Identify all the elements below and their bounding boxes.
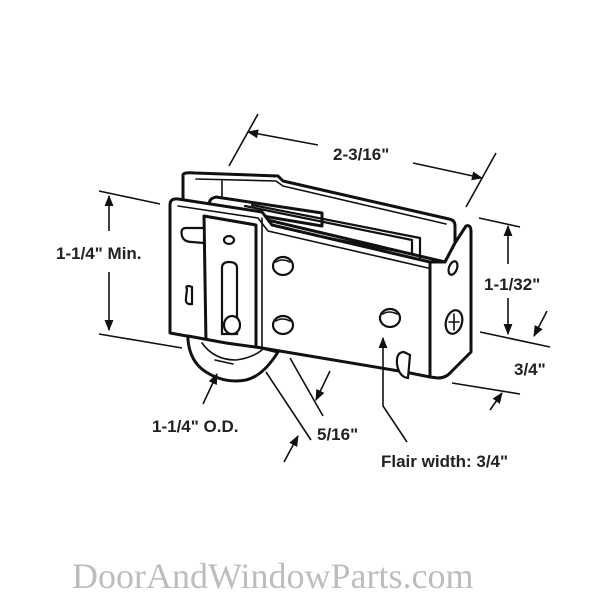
label-wheel-width: 5/16"	[317, 425, 358, 444]
wheel	[186, 334, 280, 383]
dim-wheel-diameter: 1-1/4" O.D.	[152, 372, 238, 436]
dim-height-min: 1-1/4" Min.	[56, 190, 183, 349]
label-height-min: 1-1/4" Min.	[56, 244, 142, 263]
watermark: DoorAndWindowParts.com	[72, 556, 474, 596]
screw-icon	[444, 309, 464, 335]
label-housing-height: 1-1/32"	[484, 275, 540, 294]
dim-overall-length: 2-3/16"	[228, 113, 497, 208]
label-overall-length: 2-3/16"	[333, 145, 389, 164]
label-wheel-diameter: 1-1/4" O.D.	[152, 417, 238, 436]
label-flair-width: Flair width: 3/4"	[381, 452, 508, 471]
adjustment-pin	[222, 314, 242, 336]
dim-housing-height: 1-1/32"	[478, 217, 551, 348]
dim-wheel-width: 5/16"	[265, 357, 358, 463]
dim-flair-width: Flair width: 3/4"	[378, 336, 508, 471]
end-wall	[428, 224, 473, 380]
dim-housing-width: 3/4"	[451, 310, 548, 411]
roller-assembly	[168, 171, 473, 383]
label-housing-width: 3/4"	[514, 360, 546, 379]
